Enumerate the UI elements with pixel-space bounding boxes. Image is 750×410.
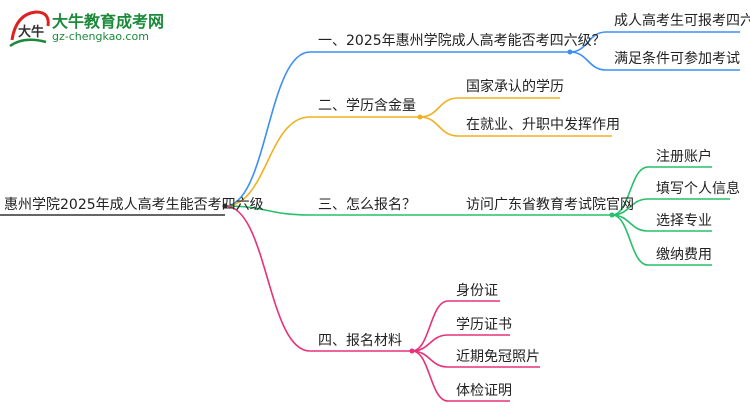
branch-4-leaf-2: 学历证书 <box>456 317 512 333</box>
logo-name: 大牛教育成考网 <box>52 12 165 31</box>
root-node <box>222 203 228 209</box>
logo-icon: 大牛 <box>9 10 50 48</box>
branch-4-leaf-4: 体检证明 <box>456 383 512 399</box>
branch-3-leaf-4: 缴纳费用 <box>656 247 712 263</box>
branch-2-node <box>417 114 423 120</box>
branch-1-leaf-1: 成人高考生可报考四六级 <box>614 13 750 29</box>
branch-4-leaf-1-link <box>411 300 449 352</box>
branch-3-node <box>609 212 615 218</box>
branch-1-leaf-2-link <box>569 51 607 71</box>
branch-3-leaf-1: 注册账户 <box>656 149 712 165</box>
branch-4-link <box>224 205 311 352</box>
root-topic: 惠州学院2025年成人高考生能否考四六级 <box>4 197 264 213</box>
branch-2-leaf-1-link <box>419 97 459 118</box>
branch-1-node <box>567 49 573 55</box>
branch-4-leaf-3: 近期免冠照片 <box>456 349 540 365</box>
branch-1-leaf-1-link <box>569 31 607 53</box>
branch-3-label: 三、怎么报名？ <box>318 197 416 213</box>
branch-2-link <box>224 116 311 207</box>
branch-3-leaf-2: 填写个人信息 <box>656 181 740 197</box>
branch-3-link <box>224 205 311 216</box>
branch-1-label: 一、2025年惠州学院成人高考能否考四六级？ <box>318 33 606 49</box>
branch-1-leaf-2: 满足条件可参加考试 <box>614 51 740 67</box>
branch-2-leaf-1: 国家承认的学历 <box>466 79 564 95</box>
branch-3-leaf-3: 选择专业 <box>656 213 712 229</box>
branch-2-label: 二、学历含金量 <box>318 98 416 114</box>
logo-url: gz-chengkao.com <box>52 30 149 43</box>
logo-mark: 大牛 <box>18 24 44 40</box>
branch-2-leaf-2-link <box>419 116 459 137</box>
branch-2-leaf-2: 在就业、升职中发挥作用 <box>466 117 620 133</box>
branch-4-label: 四、报名材料 <box>318 333 402 349</box>
branch-4-leaf-1: 身份证 <box>456 283 498 299</box>
branch-3-leaf-1-link <box>611 166 649 216</box>
branch-3-sub: 访问广东省教育考试院官网 <box>466 197 634 213</box>
branch-1-link <box>224 51 311 207</box>
branch-4-leaf-4-link <box>411 350 449 402</box>
branch-4-node <box>409 348 415 354</box>
branch-3-leaf-4-link <box>611 214 649 266</box>
